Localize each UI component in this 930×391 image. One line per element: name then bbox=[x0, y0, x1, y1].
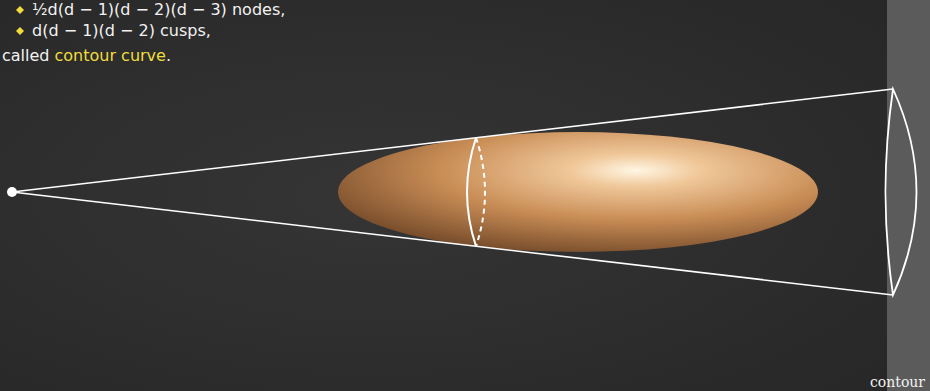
tangent-ray bbox=[12, 89, 893, 192]
contour-generator-front bbox=[467, 138, 476, 247]
tangent-ray bbox=[12, 192, 893, 295]
bullet-text: ½d(d − 1)(d − 2)(d − 3) nodes, bbox=[32, 0, 285, 20]
term-highlight: contour curve bbox=[55, 46, 166, 66]
bullet bbox=[16, 27, 24, 35]
bullet-text: d(d − 1)(d − 2) cusps, bbox=[32, 21, 211, 41]
body-text: . bbox=[166, 46, 171, 66]
contour-generator-back bbox=[476, 138, 485, 247]
contour-curve bbox=[886, 89, 917, 295]
body-text: called bbox=[2, 46, 50, 66]
eye-point bbox=[7, 187, 17, 197]
projection-plane bbox=[887, 0, 930, 391]
bullet bbox=[16, 6, 24, 14]
plane-label: contour bbox=[870, 372, 925, 391]
ellipsoid-surface bbox=[338, 132, 818, 252]
